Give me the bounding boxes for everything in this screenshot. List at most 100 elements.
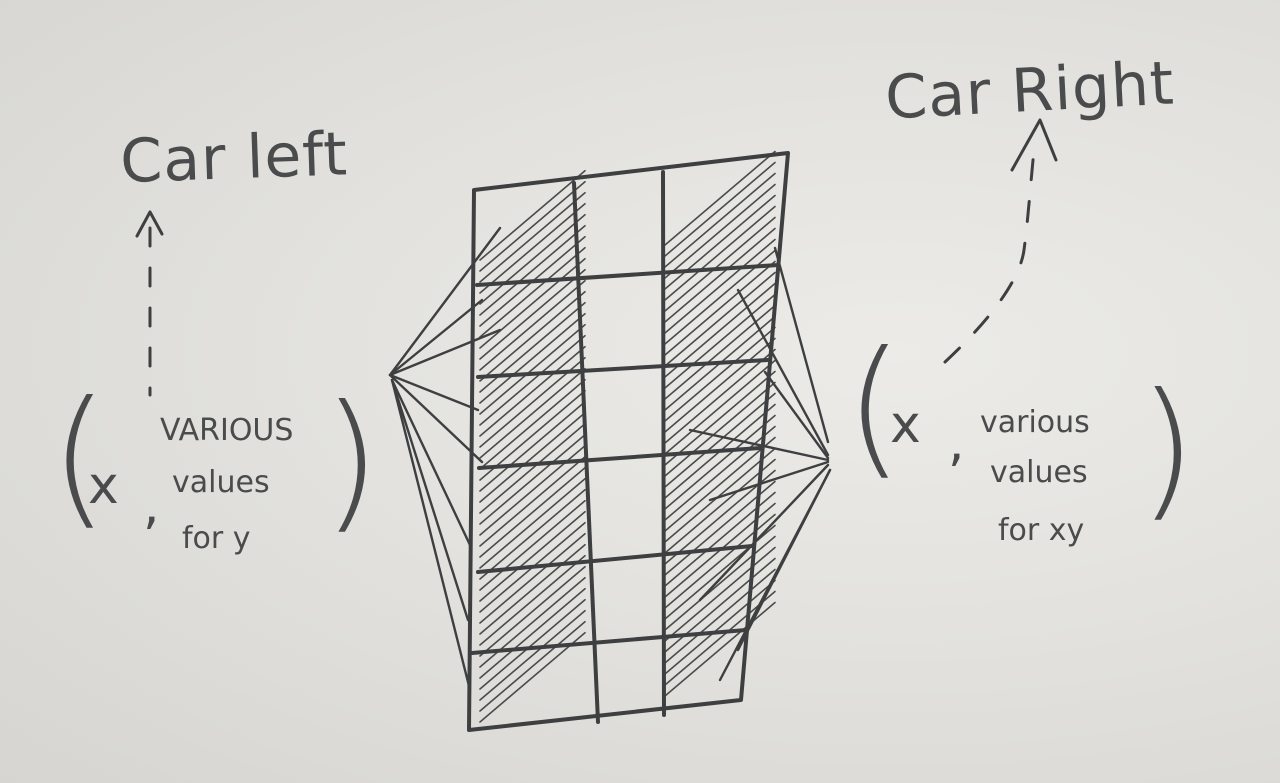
hatch-stroke [664,216,776,312]
left-note-line3: for y [182,521,251,556]
right-close-paren: ) [1138,362,1197,536]
hatch-stroke [479,301,586,393]
hatch-stroke [479,444,586,536]
hatch-stroke [664,414,776,510]
hatch-stroke [479,169,586,261]
hatch-stroke [664,293,776,389]
hatch-stroke [479,268,586,360]
hatch-stroke [664,546,776,642]
hatch-stroke [664,381,776,477]
hatch-stroke [479,543,586,635]
hatch-stroke [479,620,586,712]
left-column-hatching [479,169,586,723]
hatch-stroke [479,345,586,437]
hatch-stroke [664,260,776,356]
hatch-stroke [479,587,586,679]
grid-column-divider-1 [572,181,600,724]
hatch-stroke [479,246,586,338]
hatch-stroke [664,601,776,697]
hatch-stroke [479,180,586,272]
hatch-stroke [664,326,776,422]
hatch-stroke [479,323,586,415]
hatch-stroke [479,477,586,569]
hatch-stroke [479,224,586,316]
hatch-stroke [664,425,776,521]
right-connector-lines [688,246,832,682]
hatch-stroke [664,282,776,378]
hatch-stroke [664,348,776,444]
hatch-stroke [664,535,776,631]
hatch-stroke [479,400,586,492]
hatch-stroke [664,392,776,488]
left-note: ( x , VARIOUS values for y ) [50,370,381,556]
hatch-stroke [664,205,776,301]
parking-grid [467,151,790,732]
hatch-stroke [664,458,776,554]
hatch-stroke [479,565,586,657]
hatch-stroke [664,304,776,400]
right-note: ( x , various values for xy ) [845,320,1197,548]
grid-row-divider-5 [470,628,748,655]
hatch-stroke [479,631,586,723]
right-note-line3: for xy [998,513,1084,548]
car-left-label: Car left [119,119,349,197]
grid-row-divider-3 [477,446,762,470]
hatch-stroke [664,271,776,367]
hatch-stroke [479,257,586,349]
right-open-paren: ( [845,320,904,494]
hatch-stroke [664,568,776,664]
hatch-stroke [479,290,586,382]
hatch-stroke [479,202,586,294]
hatch-stroke [664,161,776,257]
hatch-stroke [664,172,776,268]
hatch-stroke [479,609,586,701]
hatch-stroke [479,576,586,668]
grid-outline [467,151,790,732]
left-close-paren: ) [322,374,381,548]
hatch-stroke [479,312,586,404]
hatch-stroke [479,191,586,283]
hatch-stroke [479,213,586,305]
grid-row-divider-4 [476,544,754,574]
hatch-stroke [479,488,586,580]
hatch-stroke [479,367,586,459]
left-x-symbol: x [88,456,119,516]
right-note-line1: various [980,405,1090,440]
grid-row-divider-2 [476,358,770,379]
hatch-stroke [664,579,776,675]
left-comma: , [143,476,160,536]
left-note-line1: VARIOUS [160,413,293,448]
hatch-stroke [664,359,776,455]
right-dashed-arrow [943,118,1058,364]
hatch-stroke [479,378,586,470]
right-x-symbol: x [890,395,921,455]
left-dashed-arrow [135,210,164,397]
hatch-stroke [664,183,776,279]
hatch-stroke [479,466,586,558]
hatch-stroke [664,227,776,323]
hatch-stroke [479,433,586,525]
hatch-stroke [479,554,586,646]
hatch-stroke [664,194,776,290]
hatch-stroke [479,334,586,426]
hatch-stroke [479,532,586,624]
car-right-label: Car Right [883,48,1176,133]
hatch-stroke [479,510,586,602]
hatch-stroke [664,337,776,433]
hatch-stroke [479,455,586,547]
left-note-line2: values [172,465,270,500]
hatch-stroke [664,238,776,334]
hatch-stroke [479,598,586,690]
left-connector-lines [388,226,502,692]
right-note-line2: values [990,455,1088,490]
hatch-stroke [479,422,586,514]
grid-row-divider-1 [475,263,780,287]
hatch-stroke [664,370,776,466]
hatch-stroke [479,499,586,591]
hatch-stroke [479,279,586,371]
hatch-stroke [664,447,776,543]
hatch-stroke [664,150,776,246]
right-comma: , [948,413,965,473]
